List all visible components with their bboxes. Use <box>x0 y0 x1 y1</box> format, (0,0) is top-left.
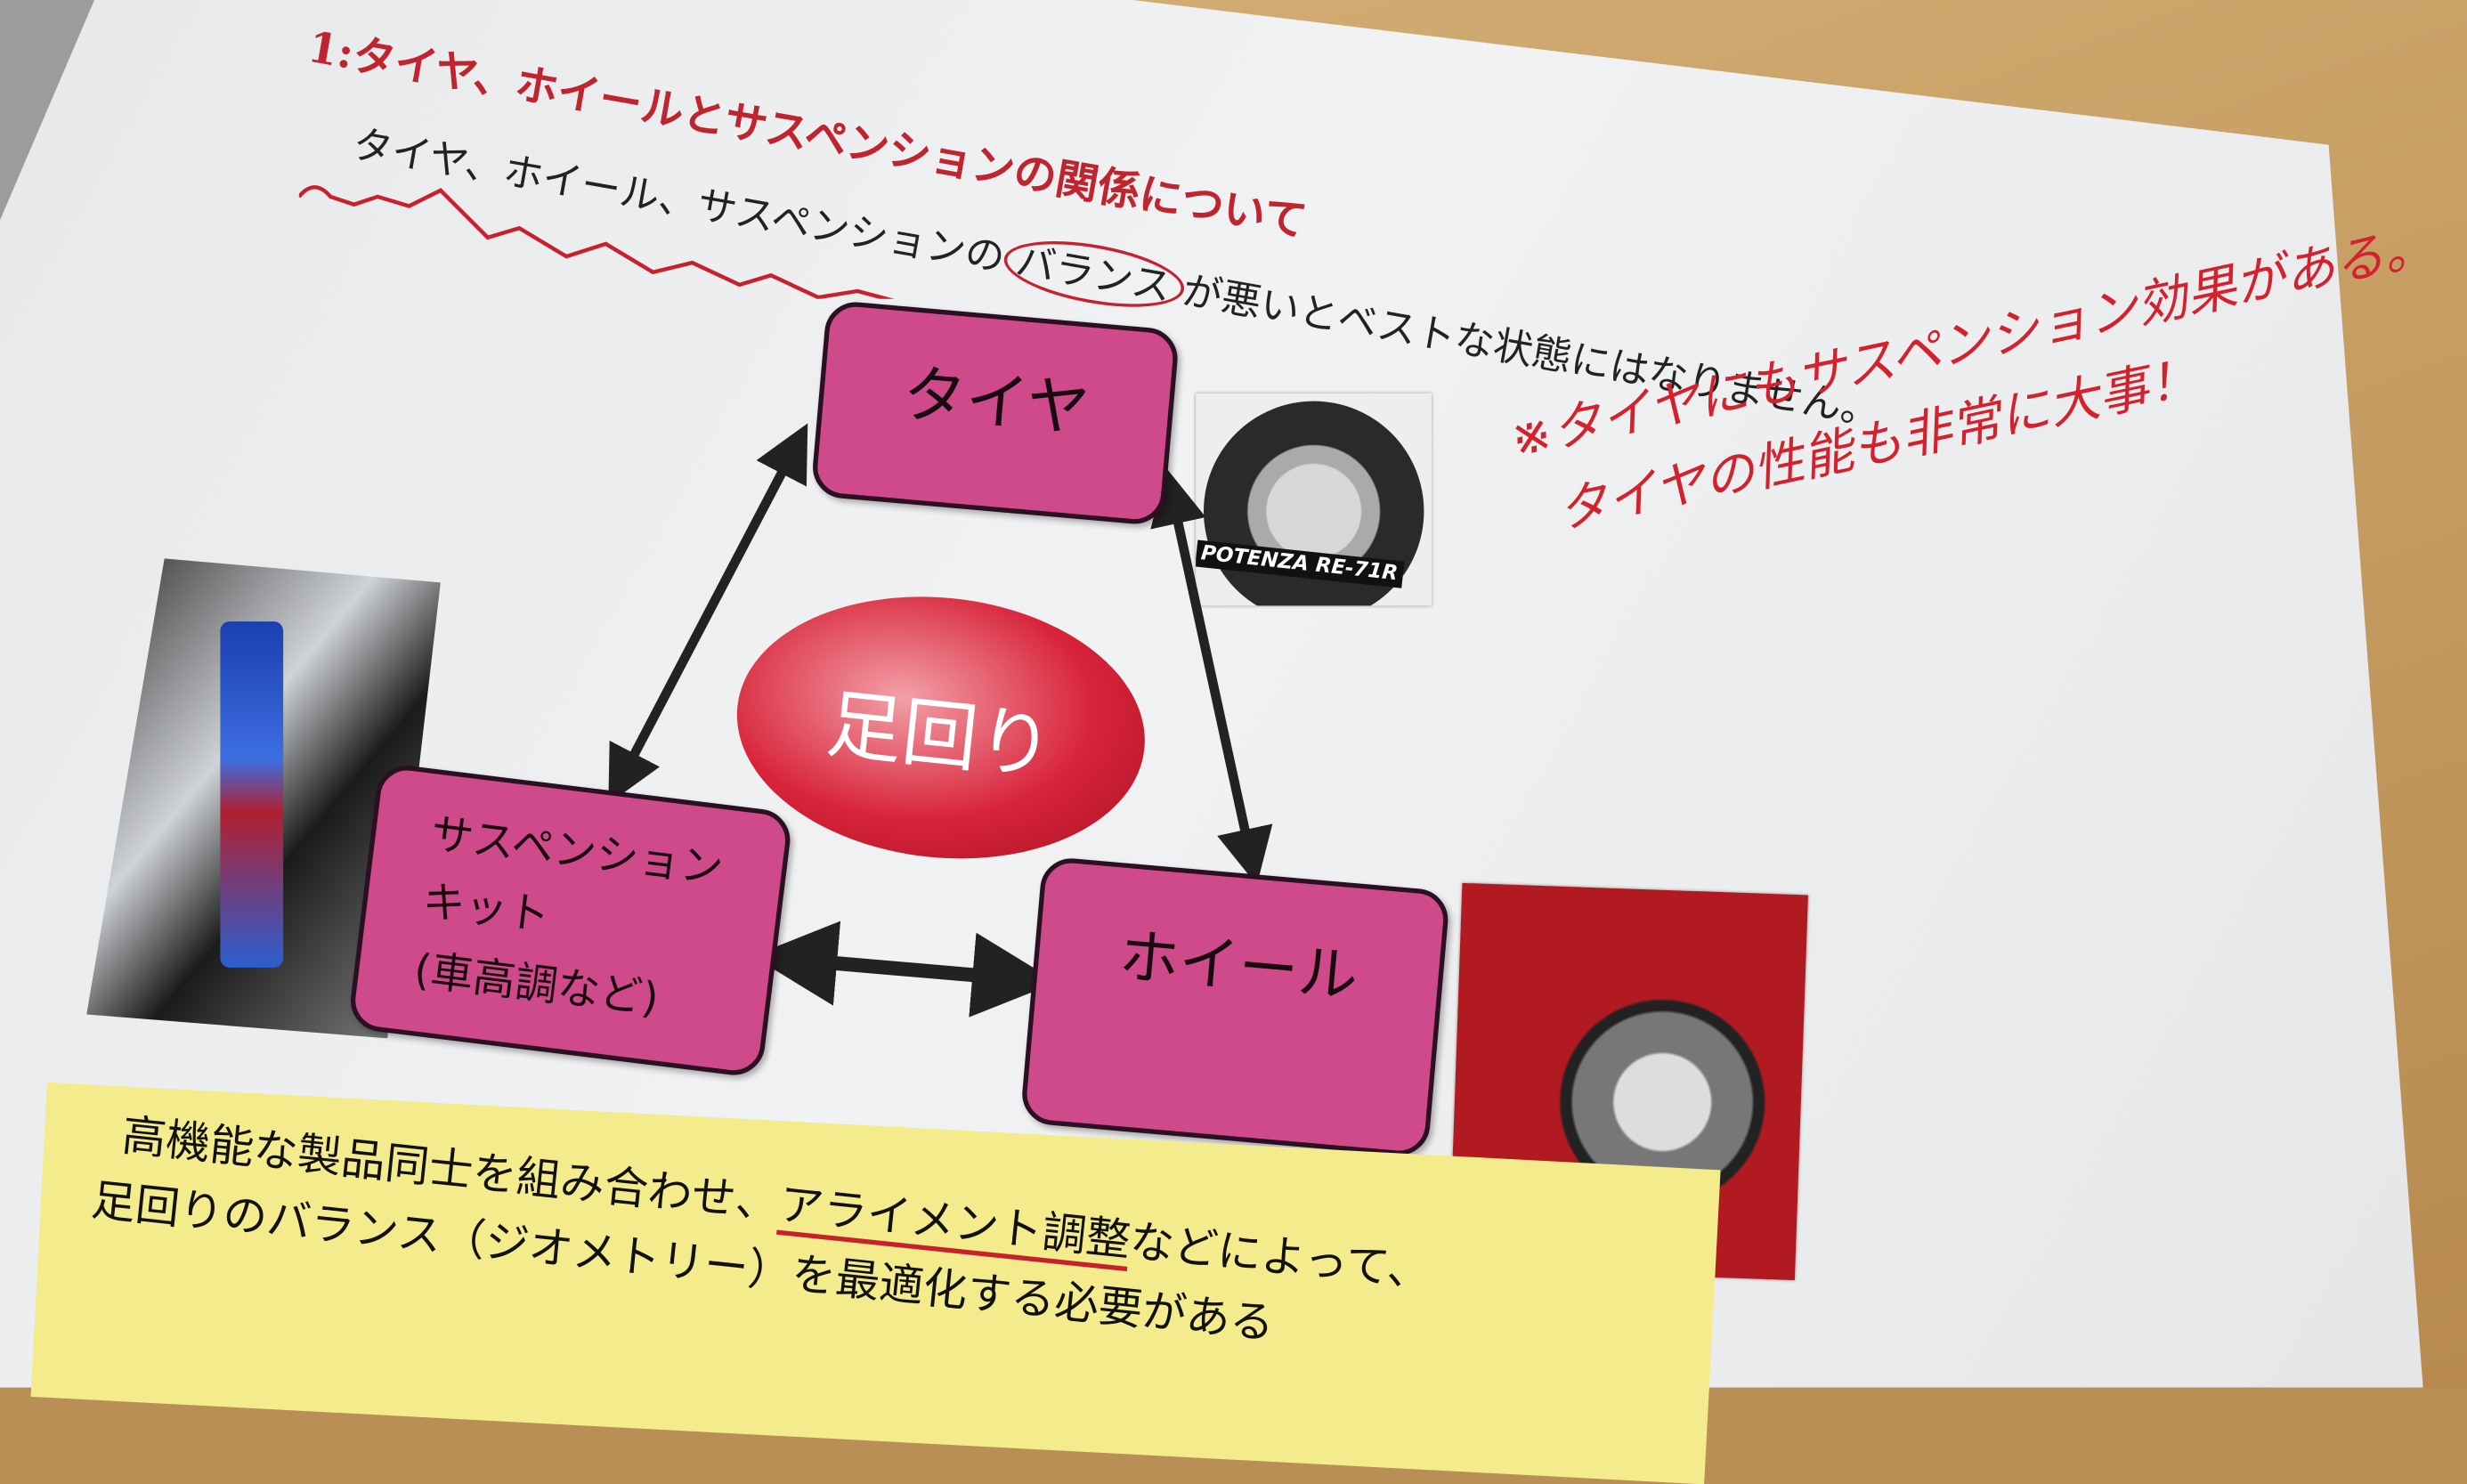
arrow-suspension-wheel <box>751 920 1058 1018</box>
relationship-arrows <box>608 423 1273 1018</box>
coilover-shape <box>220 621 284 968</box>
wavy-underline <box>298 185 895 299</box>
suspension-line3: (車高調など) <box>411 945 661 1024</box>
arrow-tire-wheel <box>1150 467 1273 886</box>
wheel-box: ホイール <box>1019 856 1451 1158</box>
suspension-box: サスペンション キット (車高調など) <box>346 762 794 1079</box>
tire-box: タイヤ <box>810 299 1181 527</box>
arrow-tire-suspension <box>608 423 808 804</box>
